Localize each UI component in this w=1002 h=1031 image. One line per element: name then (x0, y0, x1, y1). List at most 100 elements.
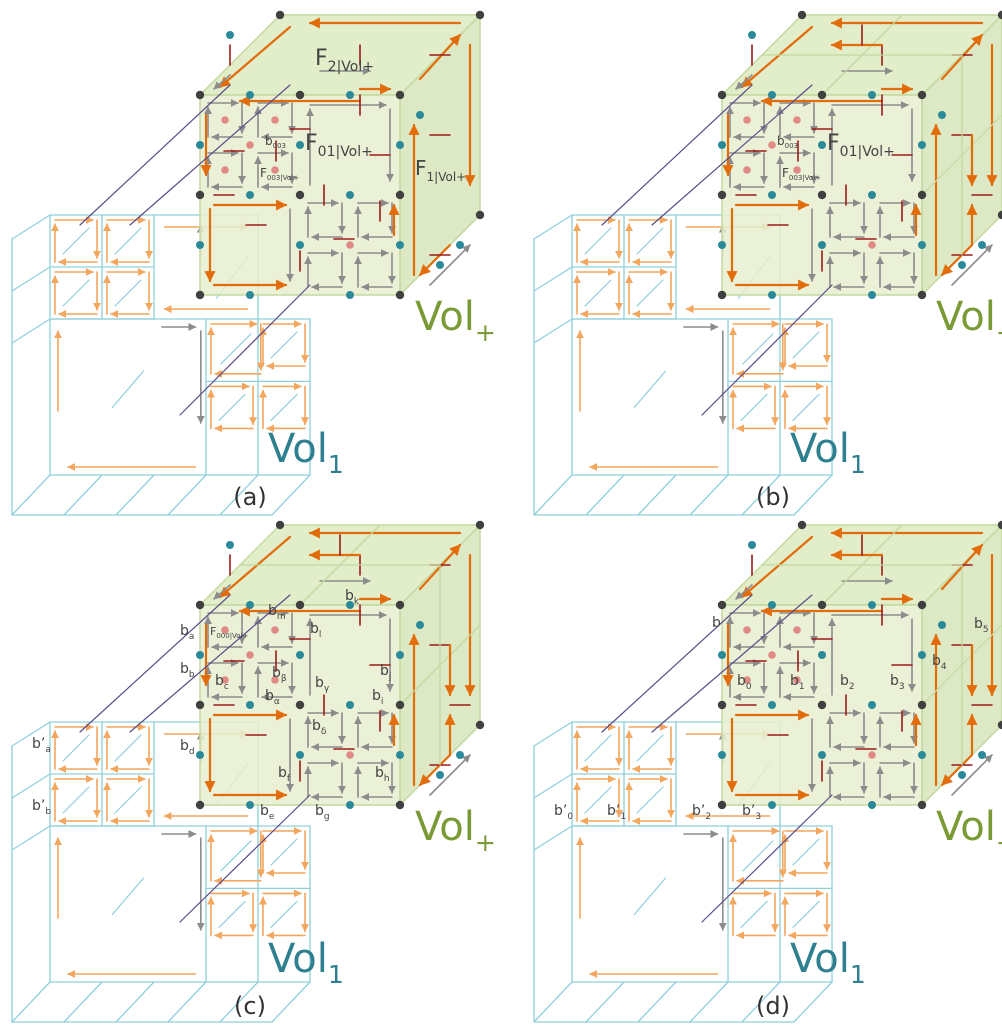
face-label-sub: b (189, 670, 195, 680)
face-label-sub: 0 (567, 812, 573, 822)
node-teal (246, 91, 254, 99)
vol1-depth-line (115, 474, 155, 516)
vol1-depth-line (271, 981, 311, 1023)
vol1-depth-line (167, 981, 207, 1023)
volplus-label: Vol+ (936, 804, 1002, 857)
volplus-label-sub: + (475, 828, 496, 857)
connector-line (129, 84, 291, 226)
face-label-main: b (737, 673, 746, 689)
node-dark (195, 800, 205, 810)
volplus-label-main: Vol (415, 294, 475, 340)
node-teal (718, 241, 726, 249)
node-pink (743, 166, 751, 174)
node-teal (416, 621, 424, 629)
top-orange-arrow (740, 25, 814, 89)
top-orange-arrow (418, 33, 462, 81)
face-label-sub: k (354, 597, 360, 607)
node-teal (918, 241, 926, 249)
face-label-sub: c (224, 682, 229, 692)
face-label: bj (380, 663, 391, 682)
node-teal (748, 541, 756, 549)
face-label-main: b (265, 688, 274, 704)
node-teal (396, 751, 404, 759)
face-label-main: F (260, 166, 267, 180)
face-label-sub: 2 (849, 682, 855, 692)
vol1-cell-diag (62, 786, 90, 814)
face-label: bk (345, 588, 360, 607)
face-label-main: F (827, 131, 840, 156)
volplus-label-main: Vol (936, 804, 996, 850)
node-dark (717, 90, 727, 100)
face-label-main: b (932, 653, 941, 669)
node-teal (818, 141, 826, 149)
node-teal (246, 191, 254, 199)
face-label-main: b (974, 616, 983, 632)
node-teal (958, 771, 966, 779)
node-dark (275, 520, 285, 530)
node-teal (436, 771, 444, 779)
face-label-sub: 1 (799, 682, 805, 692)
vol1-depth-line (11, 721, 51, 747)
face-label: b’1 (607, 803, 626, 822)
node-dark (195, 90, 205, 100)
node-dark (717, 700, 727, 710)
node-teal (818, 651, 826, 659)
node-dark (395, 700, 405, 710)
vol1-label: Vol1 (790, 936, 866, 989)
face-label-main: b (265, 134, 273, 148)
face-label-main: F (315, 46, 328, 71)
face-label-main: b (215, 673, 224, 689)
top-gray-arrow (213, 74, 231, 90)
node-pink (793, 116, 801, 124)
node-teal (868, 191, 876, 199)
connector-line (651, 594, 813, 733)
node-dark (997, 720, 1002, 730)
vol1-cell-diag (220, 840, 252, 872)
node-pink (271, 166, 279, 174)
node-dark (395, 90, 405, 100)
node-teal (296, 651, 304, 659)
vol1-cell-diag (270, 331, 298, 359)
node-teal (346, 91, 354, 99)
node-teal (938, 621, 946, 629)
volplus-label: Vol+ (415, 294, 496, 347)
vol1-cell-diag (114, 786, 142, 814)
vol1-depth-line (793, 981, 833, 1023)
vol1-depth-line (533, 266, 573, 292)
node-teal (396, 141, 404, 149)
face-label-main: b’ (692, 803, 705, 819)
face-label-main: b (712, 615, 721, 631)
node-teal (718, 141, 726, 149)
face-label-main: b (180, 623, 189, 639)
node-teal (226, 31, 234, 39)
face-label-main: b (777, 134, 785, 148)
node-teal (768, 801, 776, 809)
volplus-label-main: Vol (936, 294, 996, 340)
node-teal (246, 291, 254, 299)
vol1-depth-line (533, 825, 573, 851)
face-label-sub: 2|Vol+ (328, 59, 374, 75)
face-label-main: b’ (32, 798, 45, 814)
volplus-label: Vol+ (936, 294, 1002, 347)
node-teal (246, 801, 254, 809)
vol1-depth-line (741, 474, 781, 516)
panel-a: (a)Vol1Vol+F2|Vol+F01|Vol+F1|Vol+b003F00… (11, 10, 496, 516)
vol1-depth-line (167, 474, 207, 516)
node-dark (195, 700, 205, 710)
vol1-cell-diag (636, 734, 664, 762)
top-orange-arrow (218, 535, 292, 599)
vol1-depth-line (11, 214, 51, 240)
vol1-cell-diag (220, 333, 252, 365)
node-pink (793, 626, 801, 634)
face-label-main: F (210, 625, 216, 638)
node-teal (868, 801, 876, 809)
node-teal (818, 241, 826, 249)
vol1-depth-line (11, 825, 51, 851)
vol1-depth-line (533, 474, 573, 516)
vol1-cell-diag (114, 227, 142, 255)
node-dark (717, 290, 727, 300)
face-label: b’2 (692, 803, 711, 822)
vol1-cell-diag (742, 840, 774, 872)
node-pink (221, 626, 229, 634)
